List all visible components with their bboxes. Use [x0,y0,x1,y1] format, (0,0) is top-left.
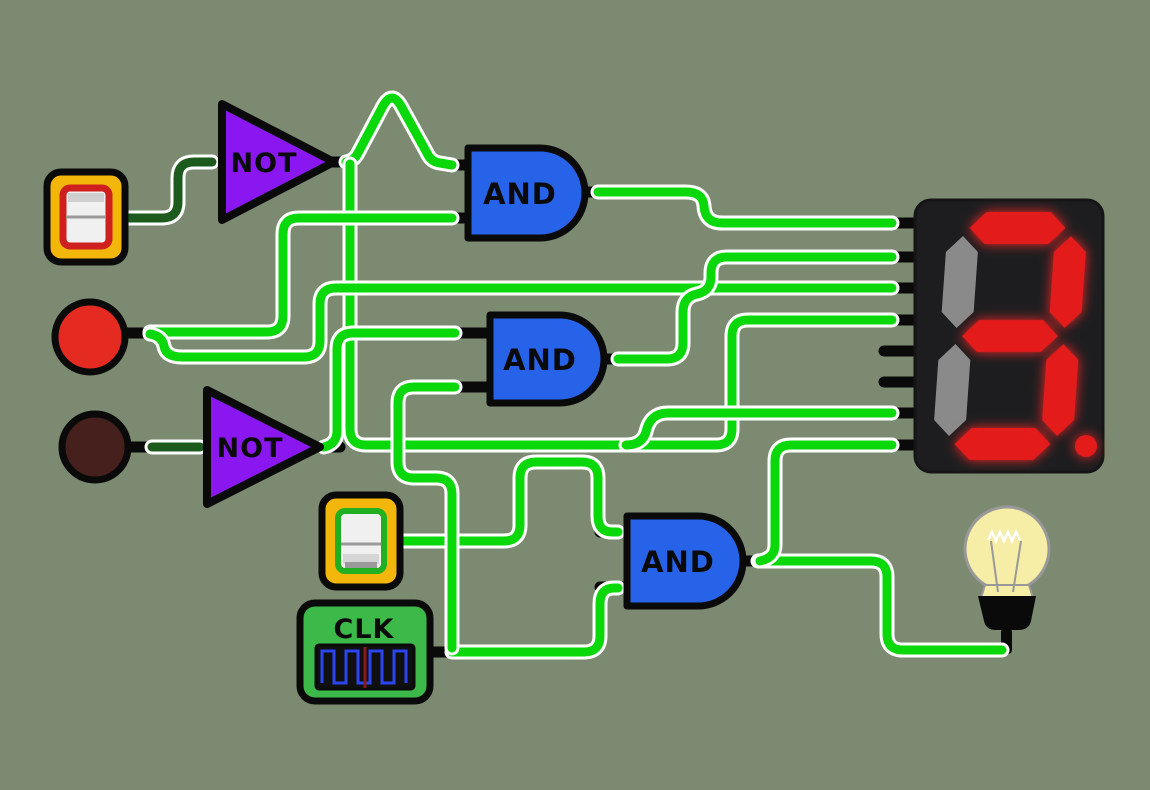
wire-and3-to-bulb [750,553,1010,658]
wire-clk-to-and2-in2 [393,382,460,653]
toggle-switch-1[interactable] [43,168,129,266]
wire-not1-to-display-pin4 [342,156,900,453]
wire-not1-to-display-pin4 [345,159,897,450]
wire-clk-to-and3-in2 [444,580,626,660]
not1-label: NOT [231,148,298,179]
bulb-base [978,596,1036,630]
toggle-switch-2[interactable] [318,491,404,591]
wire-and1-to-display-pin1 [590,184,900,231]
light-bulb[interactable] [963,505,1051,630]
clock-label: CLK [334,614,395,645]
segment-b [1049,236,1086,328]
wire-and1-to-display-pin1 [593,187,897,228]
not-gate-2[interactable]: NOT [203,386,324,508]
switch1-rocker-shade [68,193,104,202]
and-gate-1[interactable]: AND [464,144,589,242]
digit [934,212,1086,460]
wire-btn1-to-and1-in2 [145,213,457,337]
and3-label: AND [641,545,715,579]
segment-e [934,344,971,436]
segment-g [962,320,1058,352]
not2-label: NOT [217,433,284,464]
wire-and2-to-display-pin2 [610,249,900,367]
wire-btn1-to-and1-in2 [142,210,460,340]
and-gate-2[interactable]: AND [486,311,608,407]
switch2-rocker-edge [345,562,377,568]
wire-sw1-to-not1 [120,154,220,226]
wire-layer [120,90,1010,660]
not-gate-1[interactable]: NOT [218,100,338,224]
segment-d [954,428,1051,460]
wire-not1-to-display-pin7 [621,408,897,450]
wire-not2-to-and2-in1 [319,328,460,452]
segment-f [941,236,978,328]
seven-segment-display[interactable] [913,198,1105,474]
wire-btn1-to-display-pin3 [145,283,897,362]
wire-and3-to-display-pin8 [755,440,897,566]
wire-sw1-to-not1 [123,157,217,223]
bulb-glass [963,505,1051,593]
wire-and3-to-bulb [753,556,1007,655]
and2-label: AND [503,343,577,377]
wire-and3-to-display-pin8 [752,437,900,569]
and1-label: AND [483,177,557,211]
bulb-filament [986,528,1022,545]
and-gate-3[interactable]: AND [623,512,747,610]
bulb-filament-legs [990,540,1022,593]
wire-sw2-to-and3-in1 [395,457,623,546]
push-button-2[interactable] [58,410,132,484]
wire-and2-to-display-pin2 [613,252,897,364]
clock[interactable]: CLK [296,599,434,705]
segment-dp [1075,435,1097,457]
segment-a [969,212,1066,244]
segment-c [1042,344,1079,436]
switch2-rocker-shade [343,554,379,564]
wire-clk-to-and3-in2 [447,583,623,657]
push-button-1[interactable] [51,298,129,376]
